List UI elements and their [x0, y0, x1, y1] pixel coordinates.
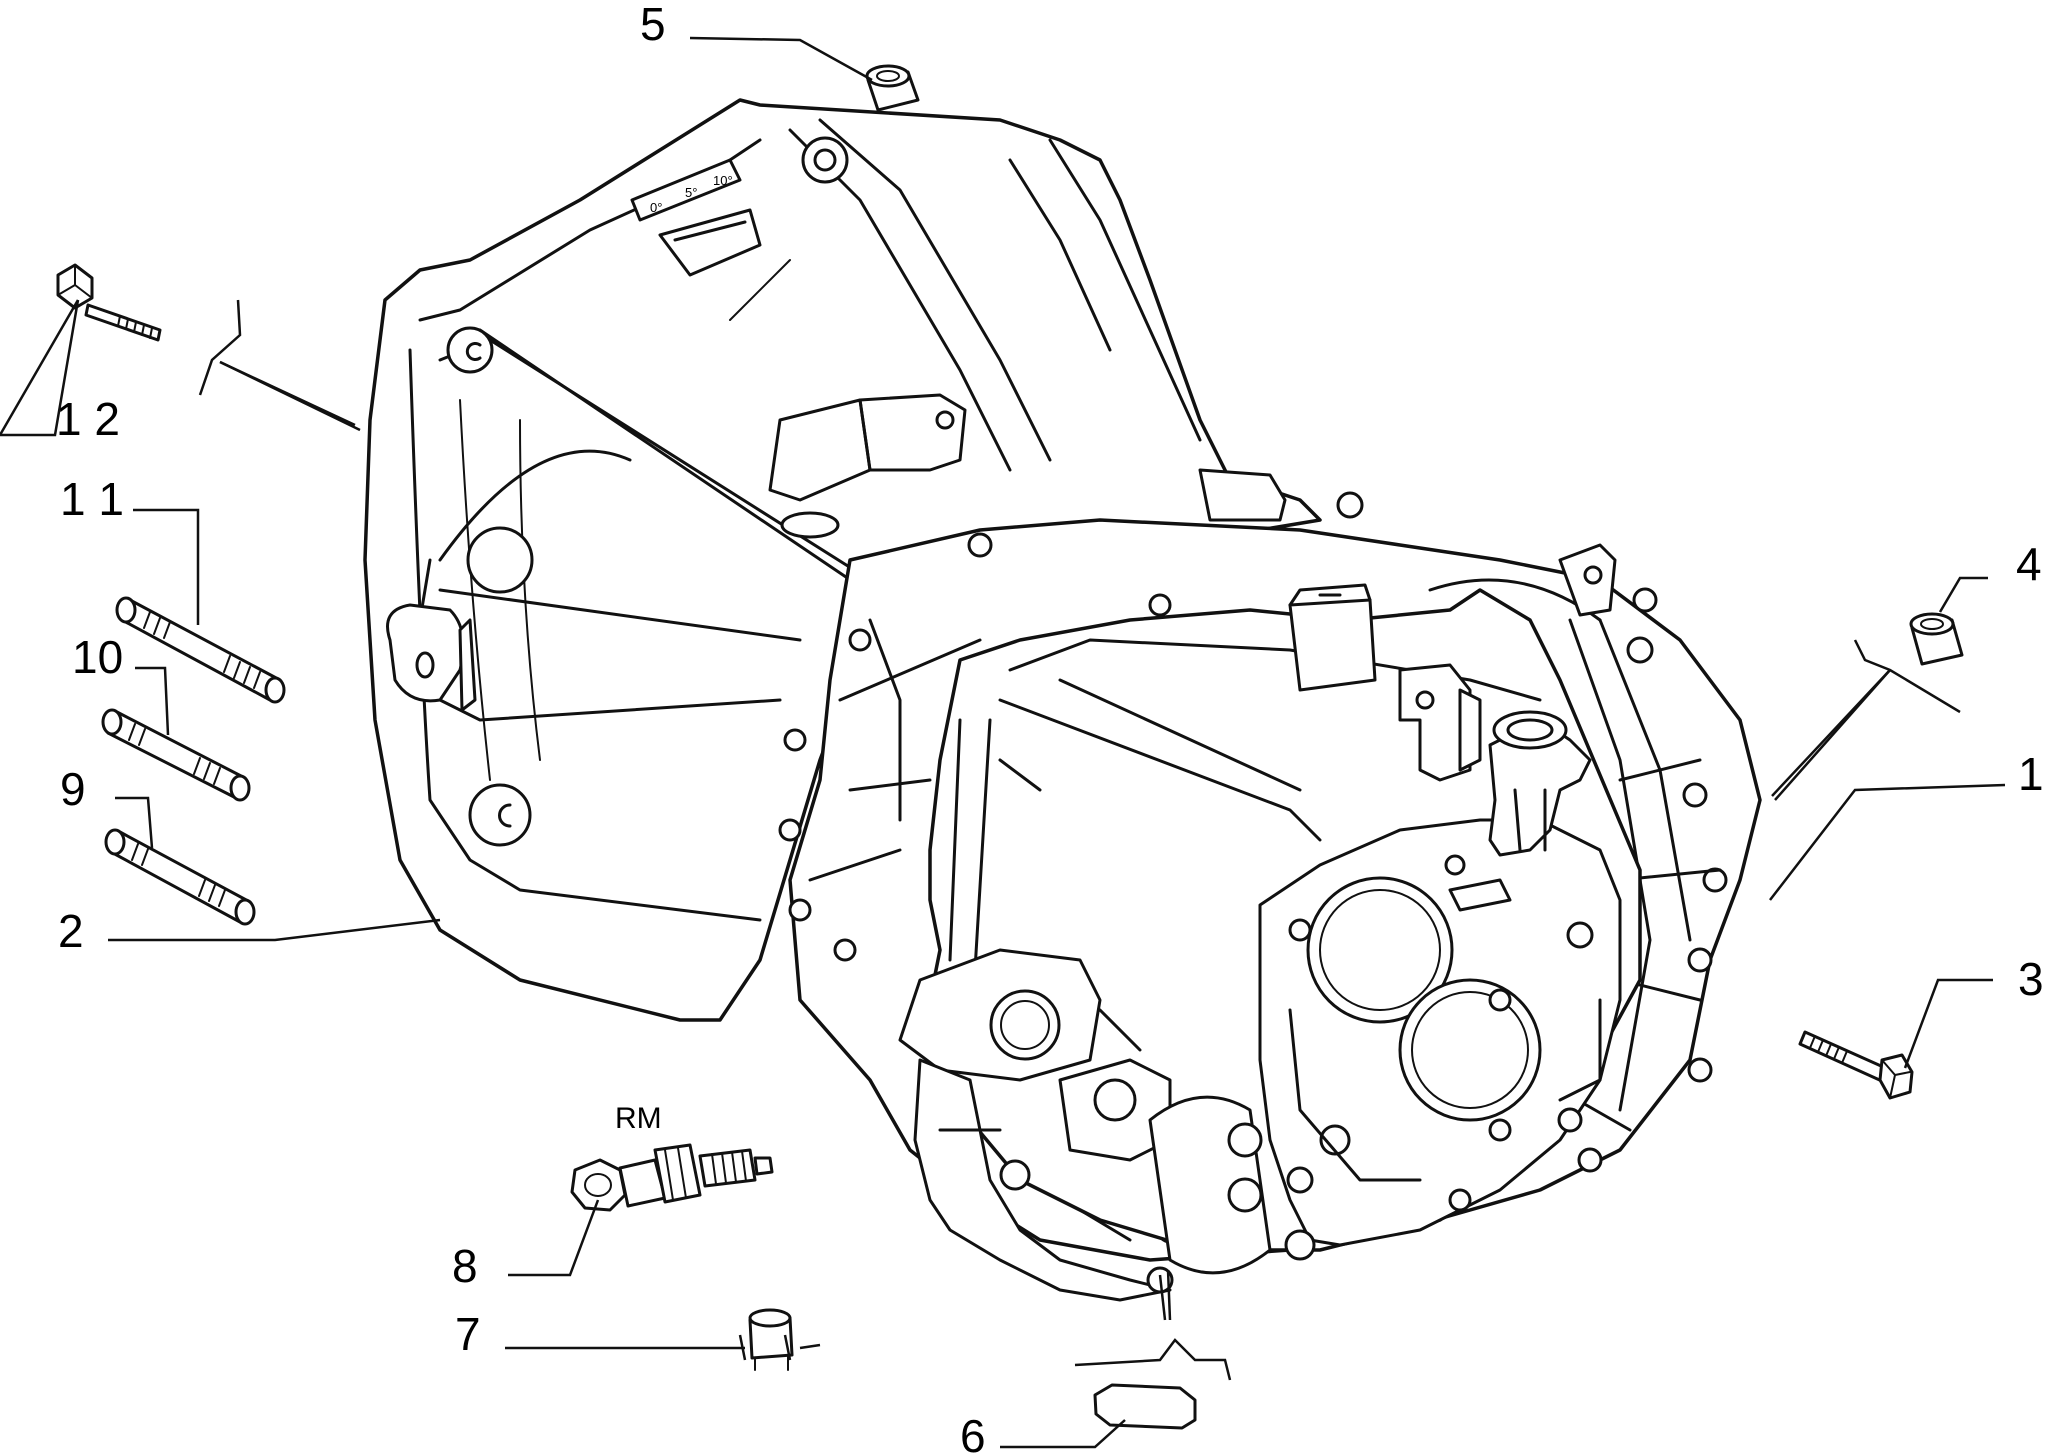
dowel-sleeve-4: [1909, 612, 1964, 666]
scale-label-10: 10°: [713, 173, 733, 188]
stud-11: [115, 596, 286, 704]
bell-housing: 0° 5° 10°: [363, 98, 1364, 1022]
callout-3: 3: [2018, 953, 2044, 1005]
callout-8: 8: [452, 1240, 478, 1292]
callout-1: 1: [2018, 748, 2044, 800]
dowel-sleeve-5: [865, 64, 920, 112]
callout-4: 4: [2016, 538, 2042, 590]
callout-9: 9: [60, 763, 86, 815]
callout-6: 6: [960, 1410, 986, 1455]
callout-11: 1 1: [60, 473, 124, 525]
callout-labels: 1 2 1 1 10 9 2 5 4 1 3 8 7 6 RM: [56, 0, 2044, 1455]
bolt-12: [56, 263, 162, 342]
callout-5: 5: [640, 0, 666, 50]
plug-7: [748, 1308, 794, 1371]
rm-annotation: RM: [615, 1102, 662, 1135]
leader-lines: [0, 36, 2006, 1449]
bolt-3: [1798, 1030, 1914, 1100]
gearbox-case: [778, 518, 1762, 1302]
sensor-8: [570, 1143, 774, 1212]
scale-label-0: 0°: [650, 200, 662, 215]
callout-2: 2: [58, 905, 84, 957]
scale-label-5: 5°: [685, 185, 697, 200]
callout-10: 10: [72, 631, 123, 683]
stud-9: [104, 828, 256, 926]
callout-12: 1 2: [56, 393, 120, 445]
callout-7: 7: [455, 1308, 481, 1360]
gasket-6: [1093, 1383, 1197, 1430]
stud-10: [101, 708, 251, 802]
